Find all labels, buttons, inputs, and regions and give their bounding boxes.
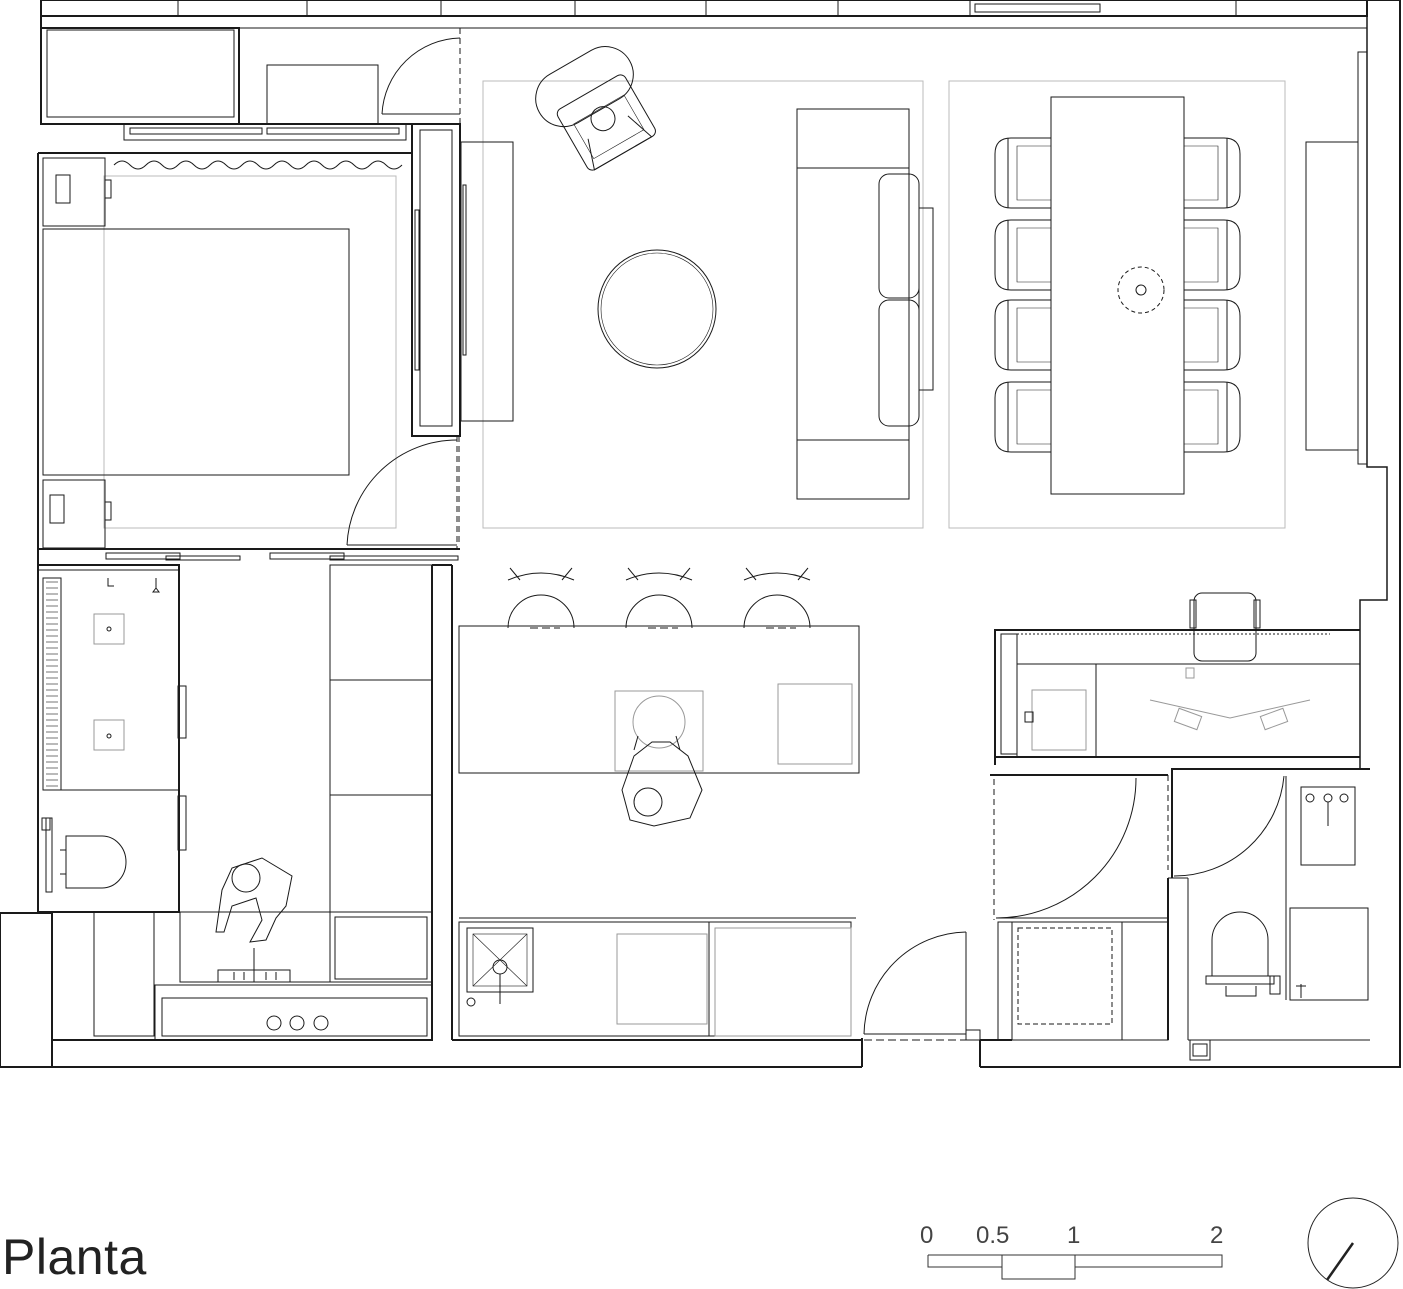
service-area xyxy=(990,774,1169,1041)
toilet-left xyxy=(65,835,127,889)
bathroom-left xyxy=(37,564,187,913)
dining-table xyxy=(1050,96,1185,495)
living-room xyxy=(460,46,934,529)
toilet-right xyxy=(1211,911,1269,977)
bar-stools xyxy=(507,567,811,629)
bedroom xyxy=(38,123,461,561)
kitchen-island xyxy=(458,625,860,774)
sofa xyxy=(796,108,934,500)
dining-chairs-left xyxy=(994,137,1051,453)
page-title: Planta xyxy=(2,1229,147,1285)
rug-dining xyxy=(948,80,1286,529)
office xyxy=(994,592,1361,765)
bed xyxy=(42,228,350,476)
washbasin xyxy=(1300,786,1356,866)
terrace-area xyxy=(40,27,461,141)
north-arrow-icon xyxy=(1307,1197,1399,1289)
dining-area xyxy=(948,51,1368,529)
nightstand-bottom xyxy=(42,479,106,549)
sideboard xyxy=(1305,141,1359,451)
scale-label-0: 0 xyxy=(920,1222,934,1249)
office-chair xyxy=(1193,592,1257,662)
person-figure-kitchen xyxy=(621,735,703,827)
person-figure-corridor xyxy=(215,857,293,943)
kitchen xyxy=(458,567,981,1041)
tv-cabinet xyxy=(460,141,514,422)
scale-label-0-5: 0.5 xyxy=(976,1222,1010,1249)
rug-living xyxy=(482,80,924,529)
dining-chairs-right xyxy=(1184,137,1241,453)
closets-corridor xyxy=(38,564,862,1041)
bathroom-right xyxy=(1167,768,1370,1061)
scale-label-1: 1 xyxy=(1067,1222,1081,1249)
nightstand-top xyxy=(42,157,106,227)
scale-label-2: 2 xyxy=(1210,1222,1224,1249)
armchair xyxy=(535,46,656,171)
coffee-table xyxy=(597,249,717,369)
scale-bar xyxy=(927,1254,1223,1280)
exterior-walls xyxy=(0,0,1401,1068)
